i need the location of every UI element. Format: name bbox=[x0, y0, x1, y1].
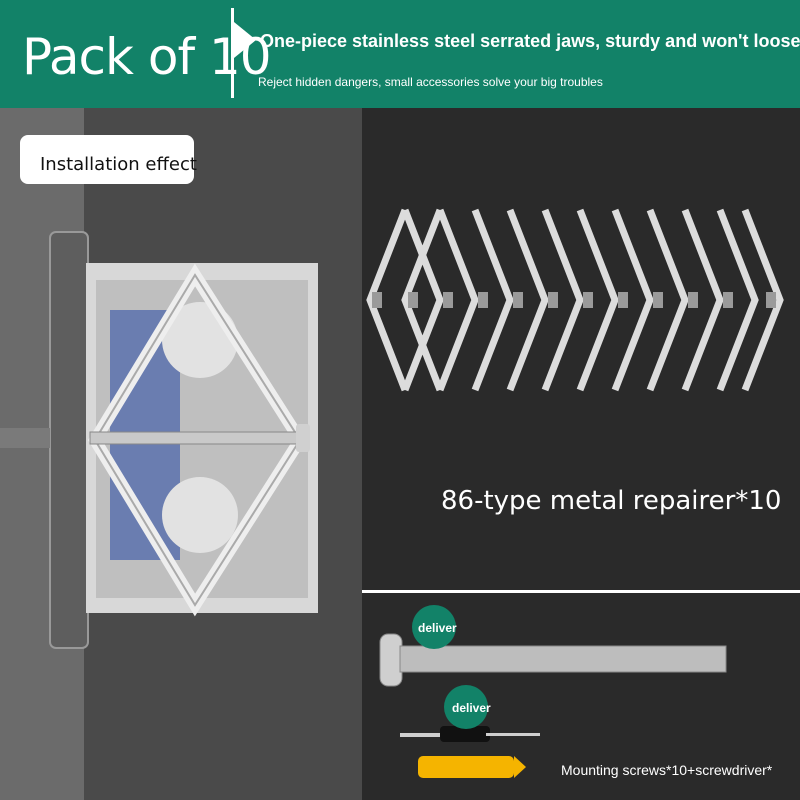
deliver-badge bbox=[444, 685, 488, 729]
repairer-jaws bbox=[372, 292, 776, 308]
installation-label: Installation effect bbox=[40, 154, 197, 175]
mounting-screw-illustration bbox=[379, 633, 727, 687]
banner-arrow-icon bbox=[234, 22, 256, 58]
wall-box-illustration bbox=[0, 231, 318, 649]
repairer-product-label: 86-type metal repairer*10 bbox=[441, 486, 782, 516]
section-divider bbox=[362, 590, 800, 593]
deliver-badge-label: deliver bbox=[452, 701, 491, 715]
banner-subline: Reject hidden dangers, small accessories… bbox=[258, 75, 603, 89]
installation-label-box bbox=[20, 135, 194, 184]
repairer-stack-illustration bbox=[366, 208, 784, 392]
top-banner bbox=[0, 0, 800, 108]
pack-count-title: Pack of 10 bbox=[22, 28, 272, 86]
deliver-badge bbox=[412, 605, 456, 649]
screwdriver-illustration bbox=[400, 726, 540, 742]
deliver-badge-label: deliver bbox=[418, 621, 457, 635]
banner-divider bbox=[231, 8, 234, 98]
screws-screwdriver-label: Mounting screws*10+screwdriver* bbox=[561, 762, 773, 778]
wall-anchor-illustration bbox=[418, 756, 526, 778]
banner-headline: One-piece stainless steel serrated jaws,… bbox=[260, 31, 800, 51]
